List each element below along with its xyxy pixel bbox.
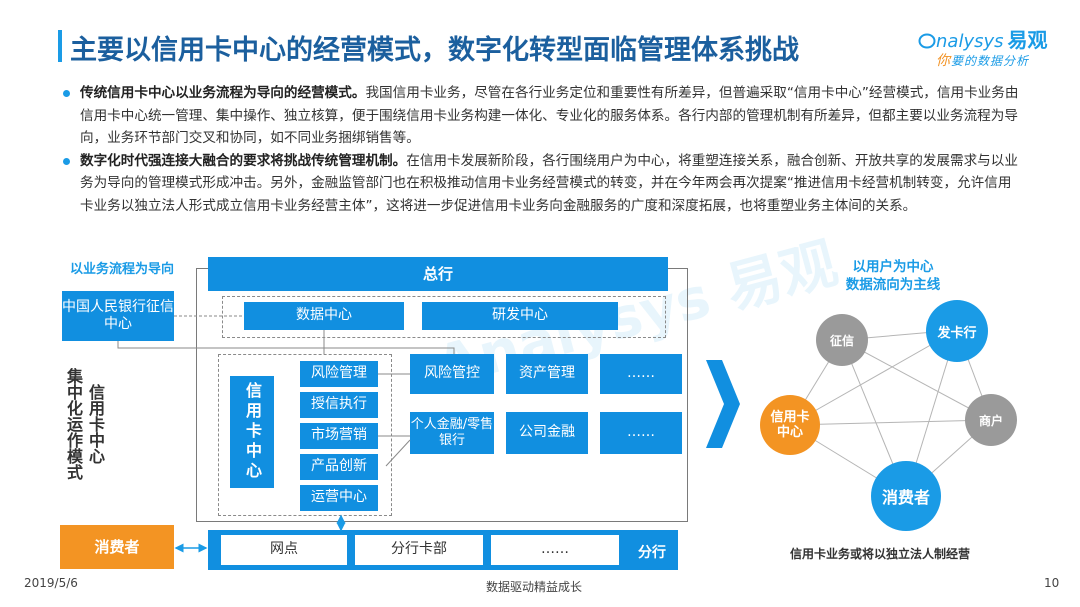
logo-slogan-first: 你 (936, 53, 951, 69)
card-center-box: 信用卡中心 (230, 376, 274, 488)
logo-slogan: 你要的数据分析 (936, 50, 1029, 70)
network-heading-line2: 数据流向为主线 (845, 277, 941, 293)
personal-finance-box: 个人金融/零售银行 (410, 412, 494, 454)
credit-reference-node: 征信 (816, 314, 868, 366)
bullet-item: 传统信用卡中心以业务流程为导向的经营模式。我国信用卡业务，尽管在各行业务定位和重… (60, 82, 1022, 150)
bullet-dot-icon (63, 157, 70, 165)
risk-control-box: 风险管控 (410, 354, 494, 394)
bullet-heading: 数字化时代强连接大融合的要求将挑战传统管理机制。 (80, 152, 407, 169)
network-heading-line1: 以用户为中心 (852, 259, 934, 275)
bullet-list: 传统信用卡中心以业务流程为导向的经营模式。我国信用卡业务，尽管在各行业务定位和重… (60, 82, 1022, 217)
footer-date: 2019/5/6 (24, 576, 78, 590)
branch-label: 分行 (638, 545, 666, 561)
pboc-box: 中国人民银行征信中心 (62, 291, 174, 341)
merchant-node: 商户 (965, 394, 1017, 446)
issuer-node: 发卡行 (926, 300, 988, 362)
more-dept-box-2: …… (600, 412, 682, 454)
corporate-finance-box: 公司金融 (506, 412, 588, 454)
transition-arrow-icon (706, 360, 740, 448)
product-link-line (385, 439, 411, 467)
support-dashed-group (222, 296, 666, 338)
more-branch-box: …… (490, 534, 620, 566)
product-innovation-box: 产品创新 (300, 454, 378, 480)
operations-center-box: 运营中心 (300, 485, 378, 511)
card-center-dashed-group (218, 354, 392, 516)
asset-management-box: 资产管理 (506, 354, 588, 394)
outlets-box: 网点 (220, 534, 348, 566)
logo-cn-text: 易观 (1007, 28, 1048, 52)
bullet-item: 数字化时代强连接大融合的要求将挑战传统管理机制。在信用卡发展新阶段，各行围绕用户… (60, 150, 1022, 218)
logo-swirl-icon (918, 33, 936, 49)
diagram-left-label: 以业务流程为导向 (70, 262, 175, 277)
page-number: 10 (1044, 576, 1060, 590)
logo-slogan-rest: 要的数据分析 (951, 54, 1030, 68)
more-dept-box-1: …… (600, 354, 682, 394)
network-heading: 以用户为中心 数据流向为主线 (828, 258, 958, 294)
title-accent-bar (58, 30, 62, 62)
hq-box: 总行 (208, 257, 668, 291)
consumer-node: 消费者 (871, 461, 941, 531)
credit-execution-box: 授信执行 (300, 392, 378, 418)
marketing-box: 市场营销 (300, 423, 378, 449)
centralized-mode-label: 集中化运作模式 (64, 368, 83, 480)
network-footnote: 信用卡业务或将以独立法人制经营 (790, 547, 971, 561)
branch-card-dept-box: 分行卡部 (354, 534, 484, 566)
card-center-node: 信用卡中心 (760, 395, 820, 455)
bullet-dot-icon (63, 90, 70, 97)
data-center-box: 数据中心 (244, 302, 404, 330)
risk-management-box: 风险管理 (300, 361, 378, 387)
consumer-box: 消费者 (60, 525, 174, 569)
rd-center-box: 研发中心 (422, 302, 618, 330)
page-title: 主要以信用卡中心的经营模式，数字化转型面临管理体系挑战 (70, 35, 799, 66)
logo-en-text: nalysys (936, 31, 1004, 52)
footer-slogan: 数据驱动精益成长 (486, 580, 583, 594)
centralized-mode-label-2: 信用卡中心 (86, 384, 105, 464)
bullet-text: 我国信用卡业务，尽管在各行业务定位和重要性有所差异，但普遍采取“信用卡中心”经营… (80, 85, 1019, 146)
bullet-heading: 传统信用卡中心以业务流程为导向的经营模式。 (80, 85, 366, 101)
bullet-text: 在信用卡发展新阶段，各行围绕用户为中心，将重塑连接关系，融合创新、开放共享的发展… (80, 152, 1018, 214)
pboc-to-riskcontrol-line (117, 341, 455, 354)
